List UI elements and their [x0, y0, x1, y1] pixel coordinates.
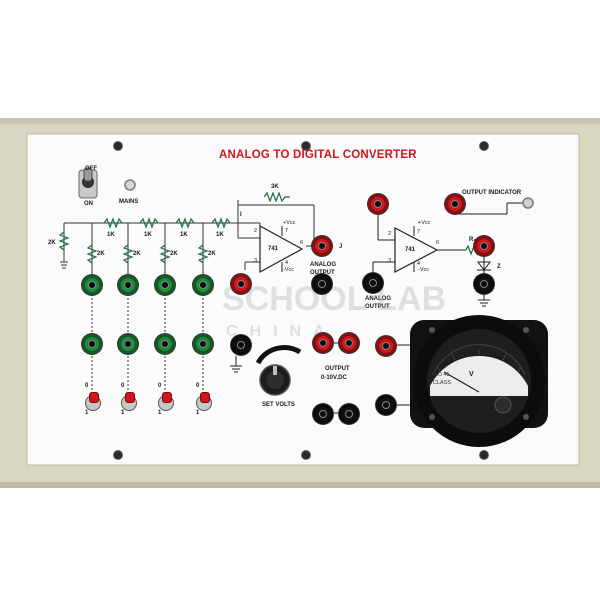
comparator-vcc-neg: -Vcc — [418, 267, 429, 273]
zener-socket[interactable] — [474, 236, 494, 256]
opamp-pin3: 3 — [254, 258, 258, 264]
mains-indicator-lamp — [124, 179, 136, 191]
switch-on-label: ON — [84, 201, 93, 207]
resistor-2k-label: 2K — [170, 251, 178, 257]
resistor-2k-shunt — [58, 231, 70, 251]
rs-label: R₂ — [469, 237, 476, 243]
analog-output-label: ANALOG — [310, 262, 336, 268]
resistor-2k-label: 2K — [97, 251, 105, 257]
bit-1-label: 1 — [158, 410, 162, 416]
bit-input-socket-lower[interactable] — [82, 334, 102, 354]
comparator-analog-output-socket[interactable] — [363, 273, 383, 293]
bit-toggle-switch[interactable] — [158, 392, 174, 411]
output-indicator-led — [522, 197, 534, 209]
bit-0-label: 0 — [121, 383, 125, 389]
panel-title: ANALOG TO DIGITAL CONVERTER — [219, 149, 417, 161]
resistor-1k-series — [103, 217, 231, 229]
meter-unit-label: V — [469, 371, 474, 378]
watermark-sub: CHINA — [226, 323, 337, 340]
comparator-analog-output-label: OUTPUT — [365, 304, 390, 310]
comparator-analog-output-label: ANALOG — [365, 296, 391, 302]
bit-input-socket-upper[interactable] — [155, 275, 175, 295]
bit-0-label: 0 — [158, 383, 162, 389]
bit-input-socket-lower[interactable] — [193, 334, 213, 354]
bit-toggle-switch[interactable] — [121, 392, 137, 411]
bit-1-label: 1 — [85, 410, 89, 416]
current-label: I — [240, 212, 242, 218]
resistor-1k-label: 1K — [216, 232, 224, 238]
ground-socket[interactable] — [231, 335, 251, 355]
opamp-pin2: 2 — [254, 228, 258, 234]
supply-output-socket-2[interactable] — [339, 333, 359, 353]
opamp-pin4: 4 — [285, 260, 289, 266]
supply-ground-socket-1[interactable] — [313, 404, 333, 424]
supply-output-label: OUTPUT — [325, 366, 350, 372]
bit-toggle-switch[interactable] — [196, 392, 212, 411]
opamp-name: 741 — [268, 246, 279, 252]
supply-range-label: 0-10V.DC — [321, 375, 347, 381]
mains-label: MAINS — [119, 199, 139, 205]
analog-output-label: OUTPUT — [310, 270, 335, 276]
watermark-brand: SCHOOL LAB — [222, 280, 447, 318]
output-indicator-label: OUTPUT INDICATOR — [462, 190, 522, 196]
comparator-741-symbol — [394, 227, 439, 273]
opamp-741-symbol — [259, 224, 304, 274]
bit-0-label: 0 — [85, 383, 89, 389]
bit-1-label: 1 — [196, 410, 200, 416]
resistor-1k-label: 1K — [144, 232, 152, 238]
bit-input-socket-lower[interactable] — [118, 334, 138, 354]
opamp-input-socket[interactable] — [231, 274, 251, 294]
resistor-2k-branch — [86, 244, 209, 264]
comparator-pin7: 7 — [417, 229, 421, 235]
opamp-vcc-neg: -Vcc — [283, 267, 294, 273]
switch-off-label: OFF — [85, 166, 97, 172]
opamp-pin6: 6 — [300, 240, 304, 246]
opamp-vcc-pos: +Vcc — [283, 220, 296, 226]
bit-input-socket-lower[interactable] — [155, 334, 175, 354]
zener-diode-symbol — [477, 261, 491, 271]
comparator-pin4: 4 — [417, 261, 421, 267]
opamp-ground-socket[interactable] — [312, 274, 332, 294]
comparator-input-socket[interactable] — [368, 194, 388, 214]
output-indicator-socket[interactable] — [445, 194, 465, 214]
bit-input-socket-upper[interactable] — [82, 275, 102, 295]
resistor-2k-label: 2K — [133, 251, 141, 257]
zener-ground-socket[interactable] — [474, 274, 494, 294]
opamp-output-socket[interactable] — [312, 236, 332, 256]
bit-0-label: 0 — [196, 383, 200, 389]
resistor-1k-label: 1K — [180, 232, 188, 238]
meter-model-label: MO 45 — [433, 372, 450, 378]
resistor-3k-feedback — [264, 192, 290, 202]
bit-input-socket-upper[interactable] — [193, 275, 213, 295]
z-label: Z — [497, 264, 501, 270]
comparator-vcc-pos: +Vcc — [418, 220, 431, 226]
resistor-2k-label: 2K — [48, 240, 56, 246]
comparator-name: 741 — [405, 247, 416, 253]
meter-negative-socket[interactable] — [376, 395, 396, 415]
opamp-pin7: 7 — [285, 228, 289, 234]
panel-screw — [113, 141, 489, 460]
meter-class-label: CLASS — [433, 380, 452, 386]
resistor-3k-label: 3K — [271, 184, 279, 190]
comparator-pin6: 6 — [436, 240, 440, 246]
bit-toggle-switch[interactable] — [85, 392, 101, 411]
meter-positive-socket[interactable] — [376, 336, 396, 356]
comparator-pin2: 2 — [388, 231, 392, 237]
supply-ground-socket-2[interactable] — [339, 404, 359, 424]
supply-output-socket-1[interactable] — [313, 333, 333, 353]
comparator-pin3: 3 — [388, 258, 392, 264]
resistor-1k-label: 1K — [107, 232, 115, 238]
j-label: J — [339, 244, 343, 250]
set-volts-label: SET VOLTS — [262, 402, 295, 408]
set-volts-knob[interactable] — [259, 364, 291, 396]
mains-toggle-switch[interactable] — [78, 167, 98, 199]
bit-input-socket-upper[interactable] — [118, 275, 138, 295]
resistor-2k-label: 2K — [208, 251, 216, 257]
analog-voltmeter — [410, 315, 548, 447]
bit-1-label: 1 — [121, 410, 125, 416]
